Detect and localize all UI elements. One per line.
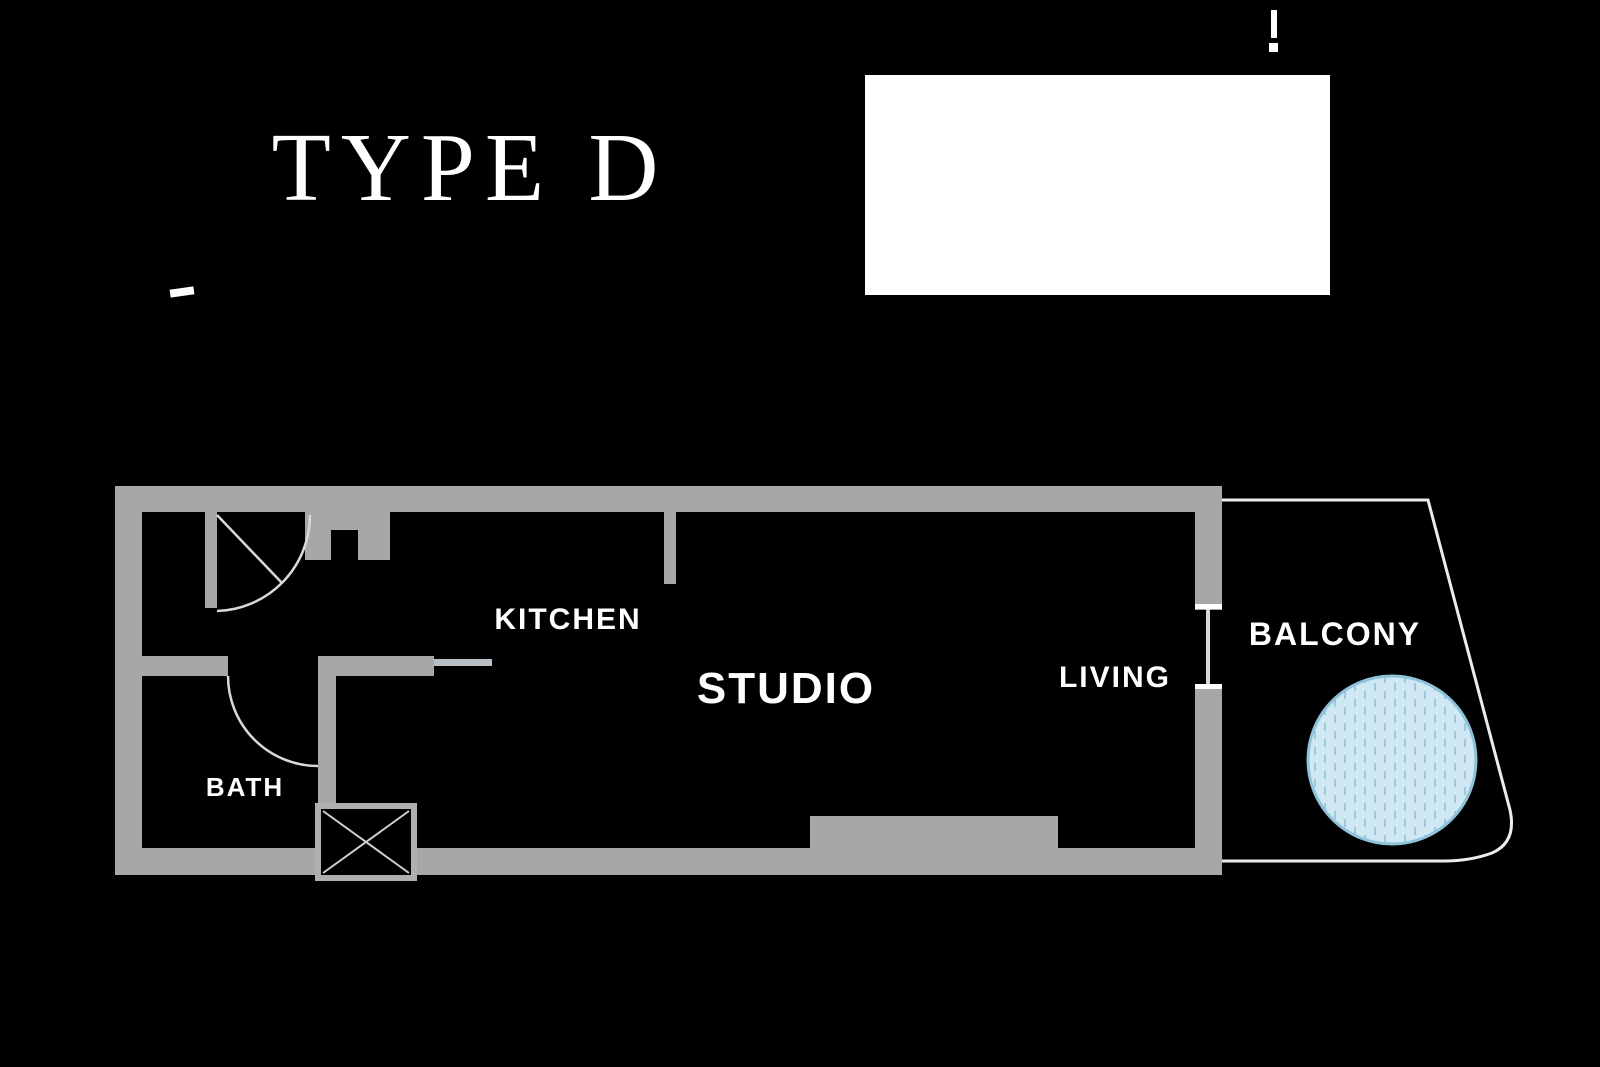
shaft-cross-line [322, 810, 410, 874]
wall-top [115, 486, 1222, 512]
kitchen-counter-line [434, 659, 492, 666]
wall-hall-right [318, 656, 434, 676]
door-swings [216, 514, 319, 768]
bath-door-arc [226, 675, 319, 768]
room-labels: KITCHEN STUDIO LIVING BALCONY BATH [206, 603, 1421, 802]
room-label-balcony: BALCONY [1249, 616, 1421, 652]
entry-door-leaf [216, 514, 283, 584]
balcony-door-panel [1206, 609, 1210, 684]
room-label-bath: BATH [206, 772, 284, 802]
window-ledge [810, 816, 1058, 850]
entry-door-arc [216, 514, 312, 613]
artifact-tick-mark [1271, 10, 1277, 38]
wall-entry-vertical [205, 512, 217, 608]
room-label-living: LIVING [1059, 661, 1171, 694]
wall-kitchen-stub [664, 512, 676, 584]
balcony-door-jamb [1195, 604, 1222, 609]
wall-right-lower [1195, 686, 1222, 875]
entry-jamb-slot [331, 530, 358, 560]
room-label-kitchen: KITCHEN [494, 603, 641, 636]
wall-bottom [115, 848, 1222, 875]
wall-bath-vertical [318, 676, 336, 810]
artifact-dot-mark [1269, 43, 1278, 52]
balcony-outline [1222, 498, 1513, 863]
balcony-door-jamb [1195, 684, 1222, 689]
wall-right-upper [1195, 486, 1222, 610]
unit-walls [115, 486, 1222, 875]
spa-rim [1306, 674, 1478, 846]
room-label-studio: STUDIO [697, 664, 875, 713]
balcony-spa [1306, 674, 1478, 846]
service-shaft [315, 803, 417, 881]
wall-hall-left [142, 656, 228, 676]
logo-panel [865, 75, 1330, 295]
page-title: TYPE D [271, 114, 669, 221]
spa-texture [1308, 676, 1476, 844]
balcony-door [1195, 604, 1222, 689]
wall-left [115, 486, 142, 875]
